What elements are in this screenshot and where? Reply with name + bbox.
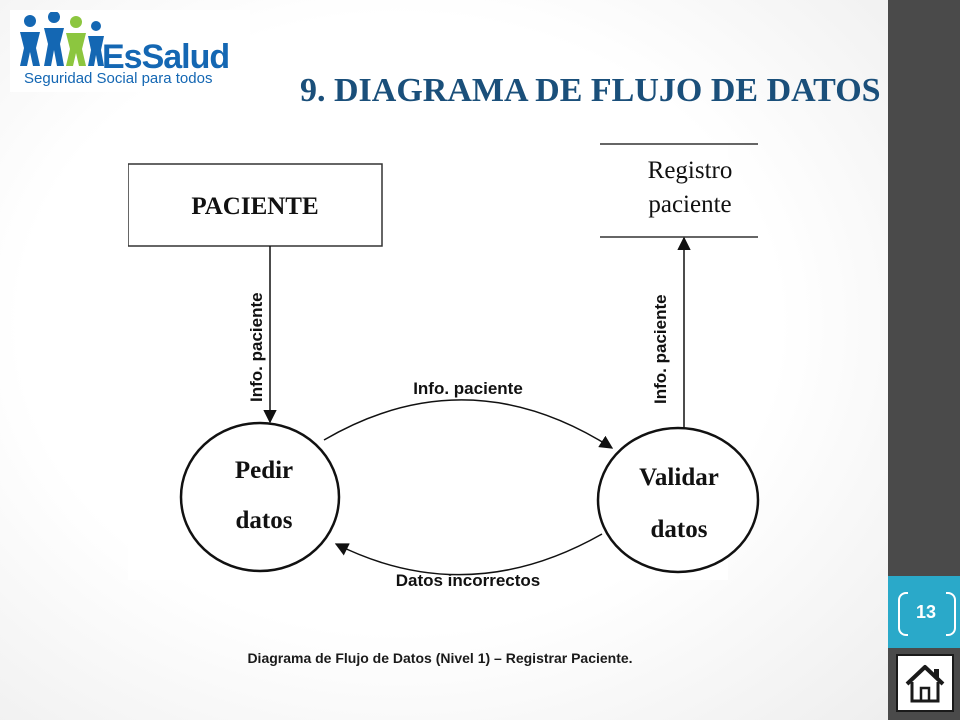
flow-label-entity-to-pedir: Info. paciente: [247, 292, 266, 402]
page-title: 9. DIAGRAMA DE FLUJO DE DATOS: [300, 72, 881, 109]
entity-paciente: PACIENTE: [128, 163, 383, 247]
logo-tagline: Seguridad Social para todos: [24, 70, 213, 87]
logo-name: EsSalud: [102, 38, 230, 76]
data-flow-diagram: PACIENTE Registro paciente Pedir datos V…: [128, 140, 760, 590]
page-number-bracket-right: [946, 592, 956, 636]
flow-entity-to-pedir: Info. paciente: [247, 246, 277, 424]
page-number: 13: [915, 601, 937, 622]
process-1-label-line2: datos: [236, 507, 293, 534]
page-number-tab: [888, 576, 960, 648]
flow-label-validar-to-pedir: Datos incorrectos: [396, 571, 541, 590]
home-button[interactable]: [896, 654, 954, 712]
flow-label-validar-to-registro: Info. paciente: [651, 294, 670, 404]
data-store-registro-paciente: Registro paciente: [600, 143, 758, 238]
diagram-caption: Diagrama de Flujo de Datos (Nivel 1) – R…: [247, 650, 633, 666]
process-validar-datos: Validar datos: [596, 426, 760, 574]
entity-label: PACIENTE: [191, 193, 318, 220]
process-pedir-datos: Pedir datos: [179, 421, 341, 573]
flow-pedir-to-validar: Info. paciente: [323, 379, 614, 449]
data-store-label-line2: paciente: [648, 191, 731, 218]
data-store-label-line1: Registro: [648, 157, 733, 184]
family-figures-icon: [20, 12, 104, 66]
flow-validar-to-registro: Info. paciente: [651, 236, 691, 428]
process-2-label-line2: datos: [651, 516, 708, 543]
essalud-logo: EsSalud Seguridad Social para todos: [10, 10, 250, 92]
home-icon: [905, 665, 945, 703]
flow-label-pedir-to-validar: Info. paciente: [413, 379, 523, 398]
page-number-bracket-left: [898, 592, 908, 636]
process-2-label-line1: Validar: [639, 464, 719, 491]
process-1-label-line1: Pedir: [235, 457, 293, 484]
flow-validar-to-pedir: Datos incorrectos: [334, 533, 603, 590]
